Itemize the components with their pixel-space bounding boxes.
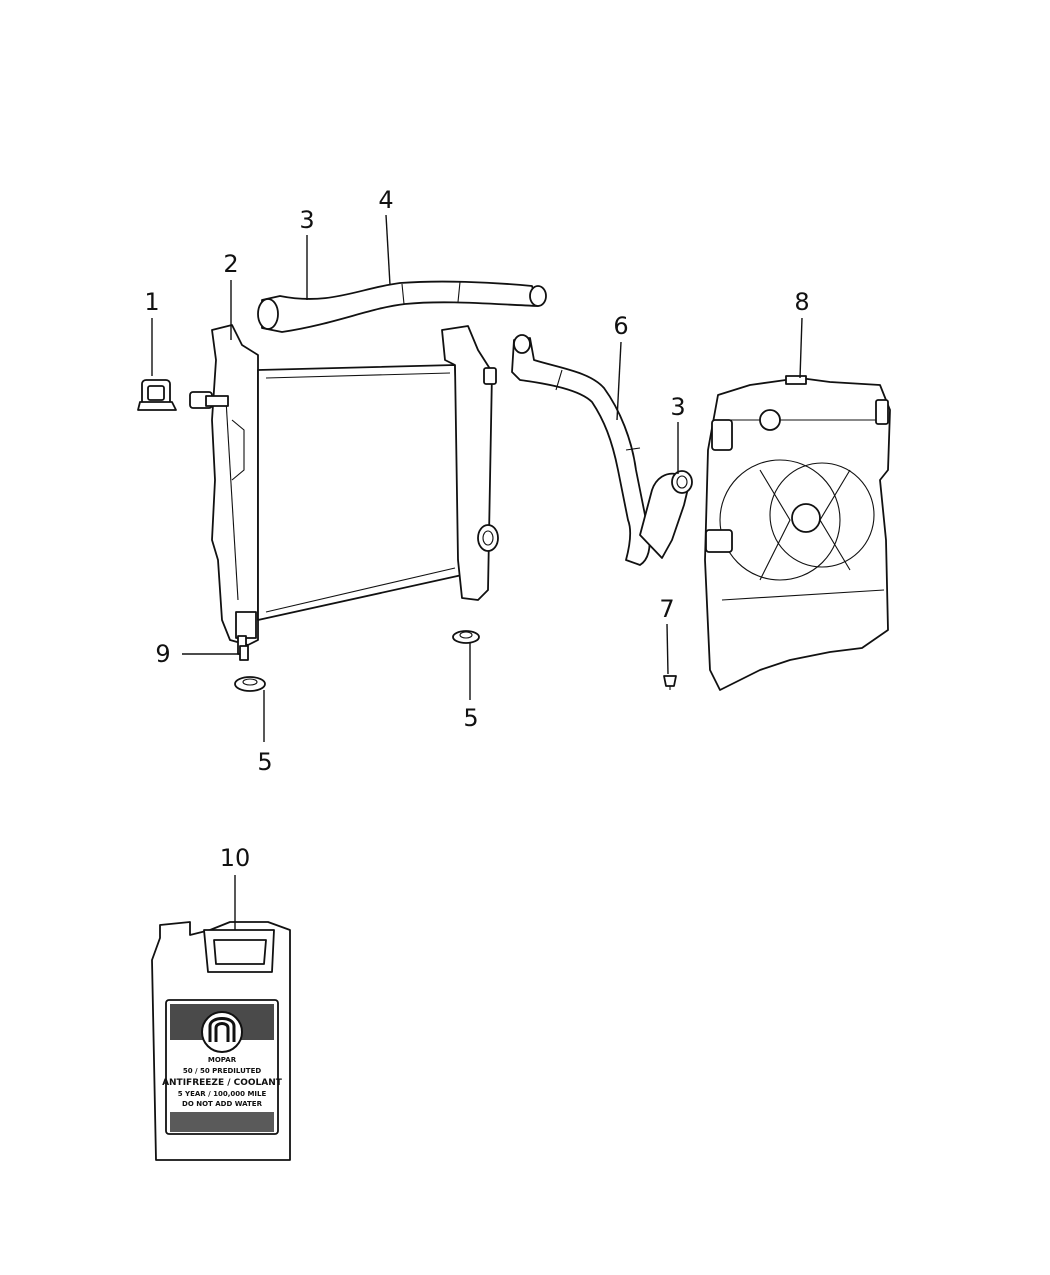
- callout-8: 8: [794, 288, 809, 316]
- part-4-upper-radiator-hose: [257, 280, 547, 333]
- part-6-lower-radiator-hose: [511, 334, 651, 566]
- callout-2: 2: [223, 250, 238, 278]
- callout-5-right: 5: [463, 704, 478, 732]
- part-3-clamp-lower: [639, 470, 693, 559]
- jug-line2-text: ANTIFREEZE / COOLANT: [162, 1078, 283, 1088]
- callout-3-upper: 3: [299, 206, 314, 234]
- jug-brand-text: MOPAR: [208, 1056, 237, 1064]
- part-5-insulator-right: [452, 630, 480, 644]
- callout-10: 10: [220, 844, 251, 872]
- callout-1: 1: [144, 288, 159, 316]
- part-10-coolant-jug: MOPAR 50 / 50 PREDILUTED ANTIFREEZE / CO…: [151, 921, 291, 1161]
- callout-7: 7: [659, 595, 674, 623]
- jug-line3-text: 5 YEAR / 100,000 MILE: [178, 1090, 267, 1098]
- part-5-insulator-left: [234, 676, 266, 692]
- part-1-sensor: [137, 379, 177, 411]
- leader-lines: [151, 214, 803, 930]
- jug-label-bottom-band: [170, 1112, 274, 1132]
- jug-line1-text: 50 / 50 PREDILUTED: [183, 1067, 262, 1075]
- jug-line4-text: DO NOT ADD WATER: [182, 1100, 263, 1108]
- callout-9: 9: [155, 640, 170, 668]
- callout-5-left: 5: [257, 748, 272, 776]
- part-2-radiator: [189, 324, 499, 655]
- callout-6: 6: [613, 312, 628, 340]
- callout-3-lower: 3: [670, 393, 685, 421]
- part-8-fan-shroud-assembly: [704, 375, 891, 691]
- part-7-push-pin: [663, 675, 677, 690]
- callout-labels: 1 2 3 4 6 3 8 7 9 5 5 10: [144, 186, 809, 872]
- part-9-drain-plug: [239, 645, 249, 661]
- callout-4: 4: [378, 186, 393, 214]
